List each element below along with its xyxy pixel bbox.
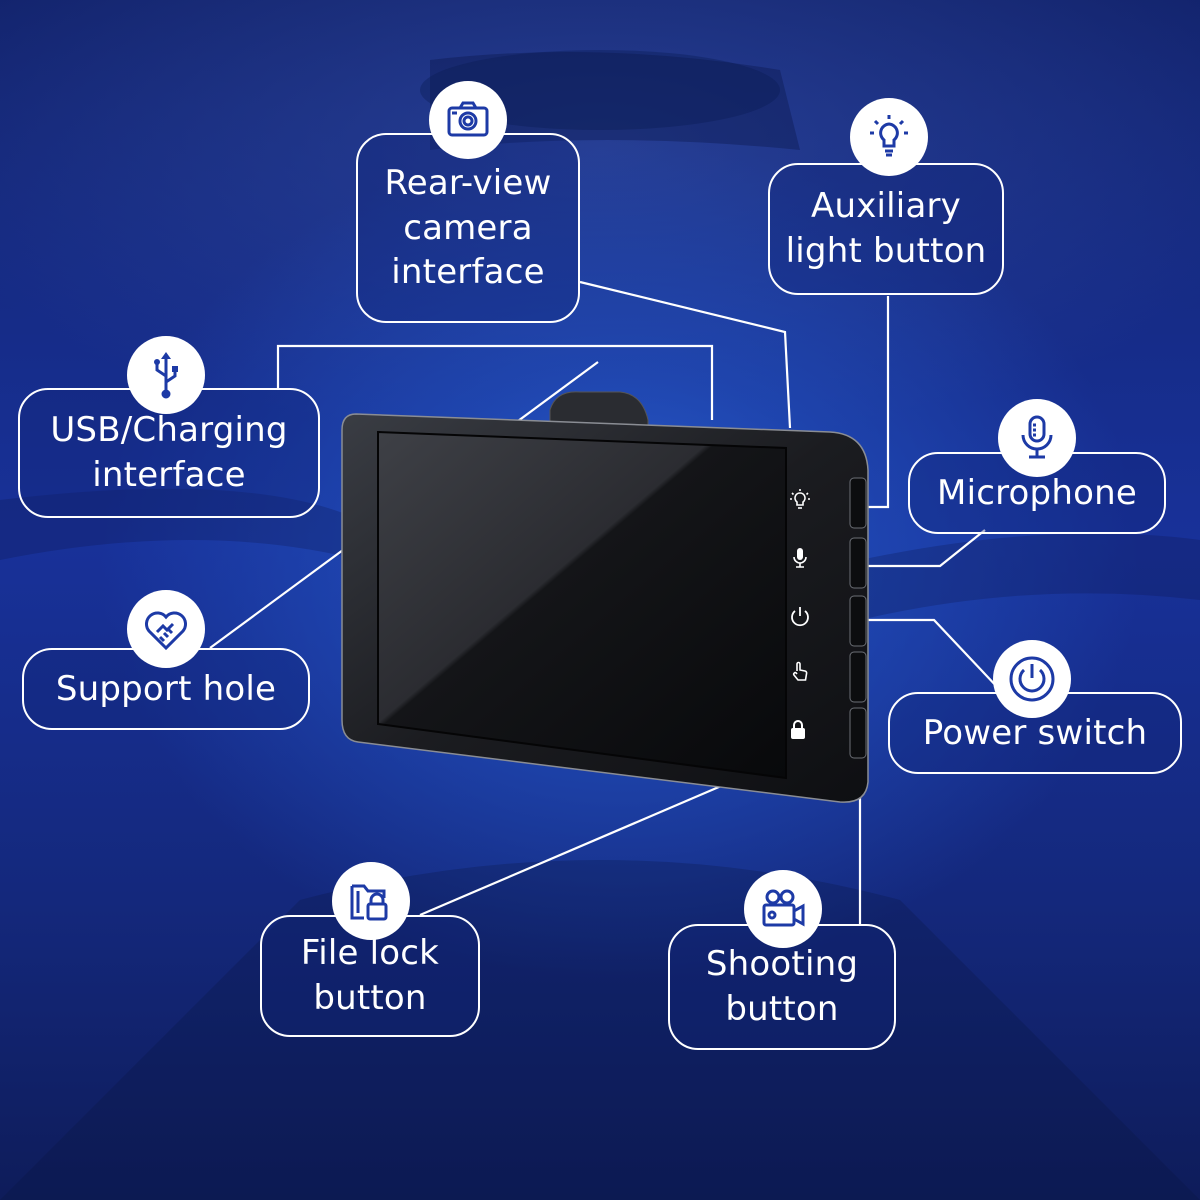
folder-lock-icon (332, 862, 410, 940)
power-icon (993, 640, 1071, 718)
camera-icon (429, 81, 507, 159)
video-camera-icon (744, 870, 822, 948)
label-auxiliary-light-button: Auxiliary light button (768, 163, 1004, 295)
label-usb-charging-interface: USB/Charging interface (18, 388, 320, 518)
lightbulb-icon (850, 98, 928, 176)
device-power-icon (788, 605, 812, 629)
label-rear-view-camera: Rear-view camera interface (356, 133, 580, 323)
device-hand-pointer-icon (788, 660, 812, 684)
device-lightbulb-icon (788, 488, 812, 512)
usb-icon (127, 336, 205, 414)
label-support-hole: Support hole (22, 648, 310, 730)
dashcam-device (341, 391, 869, 803)
microphone-icon (998, 399, 1076, 477)
device-microphone-icon (788, 546, 812, 570)
handshake-heart-icon (127, 590, 205, 668)
device-lock-icon (786, 718, 810, 742)
